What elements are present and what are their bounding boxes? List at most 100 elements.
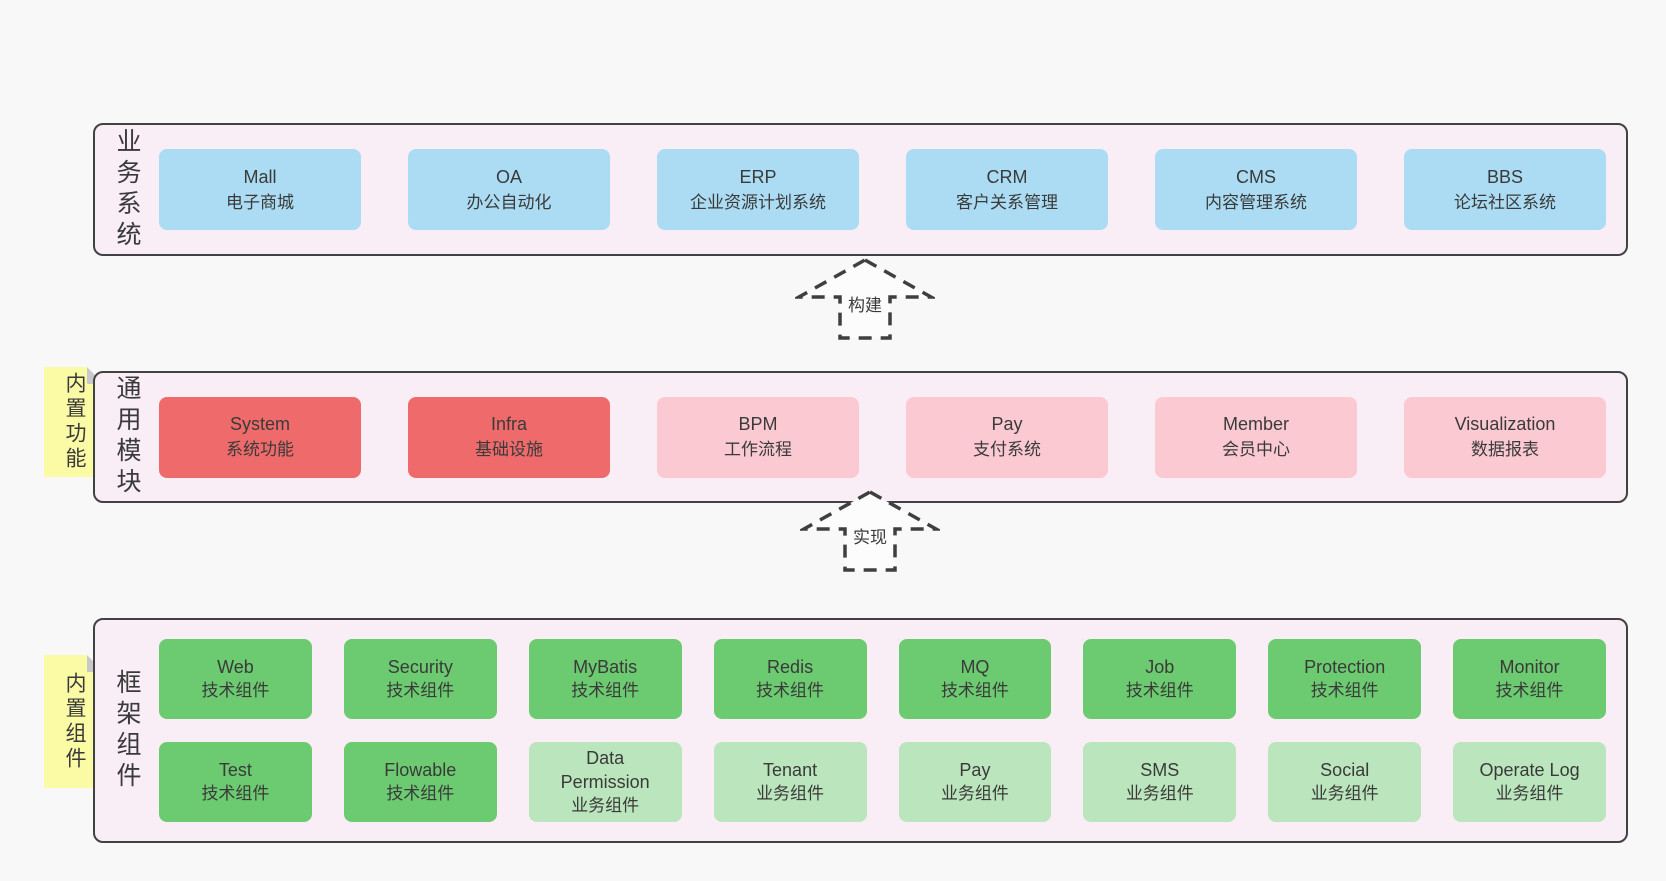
arrow-build: 构建 (795, 257, 935, 341)
box-title: Member (1222, 414, 1289, 434)
box-subtitle: 技术组件 (1310, 681, 1379, 700)
box-title: MQ (960, 657, 990, 677)
box-mall: Mall 电子商城 (159, 149, 361, 230)
box-title: SMS (1140, 760, 1180, 780)
box-title: Visualization (1454, 414, 1556, 434)
box-subtitle: 办公自动化 (466, 192, 552, 212)
box-title: Web (217, 657, 254, 677)
box-subtitle: 客户关系管理 (956, 192, 1058, 212)
box-subtitle: 电子商城 (226, 192, 294, 212)
box-subtitle: 技术组件 (1495, 681, 1564, 700)
box-cms: CMS 内容管理系统 (1155, 149, 1357, 230)
box-subtitle: 技术组件 (386, 681, 455, 700)
box-title: OA (495, 166, 522, 187)
box-subtitle: 系统功能 (226, 440, 294, 459)
arrow-label: 构建 (844, 290, 886, 317)
box-web: Web 技术组件 (159, 639, 312, 719)
box-title: Protection (1304, 657, 1386, 677)
arrow-label: 实现 (849, 522, 891, 549)
box-subtitle: 会员中心 (1222, 440, 1290, 459)
box-title: Tenant (763, 760, 818, 780)
box-subtitle: 技术组件 (756, 681, 825, 700)
box-title: Pay (959, 760, 991, 780)
box-mybatis: MyBatis 技术组件 (528, 639, 682, 719)
box-bpm: BPM 工作流程 (657, 396, 859, 478)
box-subtitle: 论坛社区系统 (1454, 192, 1556, 212)
box-subtitle: 业务组件 (756, 784, 825, 803)
box-flowable: Flowable 技术组件 (343, 742, 497, 822)
box-title: BBS (1486, 166, 1524, 187)
box-mq: MQ 技术组件 (898, 639, 1052, 719)
box-pay: Pay 业务组件 (898, 742, 1052, 822)
box-title: Infra (490, 414, 528, 434)
box-subtitle: 企业资源计划系统 (690, 192, 826, 212)
box-subtitle: 业务组件 (1310, 784, 1379, 803)
box-title: Redis (767, 657, 814, 677)
box-title: System (229, 414, 290, 434)
box-bbs: BBS 论坛社区系统 (1404, 149, 1606, 230)
box-title: Test (218, 760, 252, 780)
box-subtitle: 工作流程 (724, 440, 792, 459)
box-subtitle: 技术组件 (386, 784, 455, 803)
box-title: Mall (243, 166, 277, 187)
box-title: CMS (1236, 166, 1276, 187)
box-test: Test 技术组件 (159, 742, 312, 822)
arrow-implement: 实现 (800, 489, 940, 573)
box-monitor: Monitor 技术组件 (1453, 639, 1606, 719)
box-subtitle: 技术组件 (571, 681, 640, 700)
box-system: System 系统功能 (159, 396, 361, 478)
panel-common-modules: 通用模块 System 系统功能 Infra 基础设施 BPM 工作流程 Pay 支付系统 Me… (93, 371, 1628, 503)
module-boxes: System 系统功能 Infra 基础设施 BPM 工作流程 Pay 支付系统 Member 会… (159, 396, 1606, 478)
box-infra: Infra 基础设施 (408, 396, 610, 478)
box-subtitle: 业务组件 (571, 796, 640, 815)
box-subtitle: 业务组件 (1495, 784, 1564, 803)
box-subtitle: 技术组件 (201, 681, 270, 700)
box-title: Operate Log (1479, 760, 1580, 780)
box-member: Member 会员中心 (1155, 396, 1357, 478)
box-data-permission: Data Permission 业务组件 (528, 742, 682, 822)
box-oa: OA 办公自动化 (408, 149, 610, 230)
box-title: Security (387, 657, 453, 677)
box-subtitle: 业务组件 (1125, 784, 1194, 803)
box-redis: Redis 技术组件 (713, 639, 867, 719)
box-operate-log: Operate Log 业务组件 (1453, 742, 1606, 822)
business-boxes: Mall 电子商城 OA 办公自动化 ERP 企业资源计划系统 CRM 客户关系管理 CMS 内容… (159, 149, 1606, 230)
box-protection: Protection 技术组件 (1268, 639, 1422, 719)
box-title: Flowable (384, 760, 457, 780)
box-pay: Pay 支付系统 (906, 396, 1108, 478)
box-social: Social 业务组件 (1268, 742, 1422, 822)
box-title: Pay (991, 414, 1023, 434)
box-title: BPM (738, 414, 778, 434)
box-crm: CRM 客户关系管理 (906, 149, 1108, 230)
box-erp: ERP 企业资源计划系统 (657, 149, 859, 230)
sticky-note-label: 内置组件 (63, 671, 86, 772)
box-subtitle: 内容管理系统 (1205, 192, 1307, 212)
box-subtitle: 技术组件 (201, 784, 270, 803)
box-subtitle: 支付系统 (973, 440, 1041, 459)
box-title: MyBatis (573, 657, 638, 677)
panel-title: 通用模块 (113, 375, 141, 499)
box-subtitle: 技术组件 (940, 681, 1009, 700)
box-title: Job (1145, 657, 1175, 677)
panel-title: 业务系统 (113, 127, 141, 252)
panel-title: 框架组件 (113, 668, 141, 793)
box-subtitle: 业务组件 (940, 784, 1009, 803)
box-title: Data Permission (560, 748, 650, 792)
box-title: Monitor (1499, 657, 1560, 677)
box-subtitle: 数据报表 (1471, 440, 1539, 459)
box-title: ERP (739, 166, 777, 187)
box-visualization: Visualization 数据报表 (1404, 396, 1606, 478)
box-subtitle: 基础设施 (475, 440, 543, 459)
box-title: Social (1320, 760, 1370, 780)
box-tenant: Tenant 业务组件 (713, 742, 867, 822)
panel-business-systems: 业务系统 Mall 电子商城 OA 办公自动化 ERP 企业资源计划系统 CRM 客户关系管理… (93, 123, 1628, 256)
box-title: CRM (986, 166, 1028, 187)
box-security: Security 技术组件 (343, 639, 497, 719)
box-sms: SMS 业务组件 (1083, 742, 1237, 822)
